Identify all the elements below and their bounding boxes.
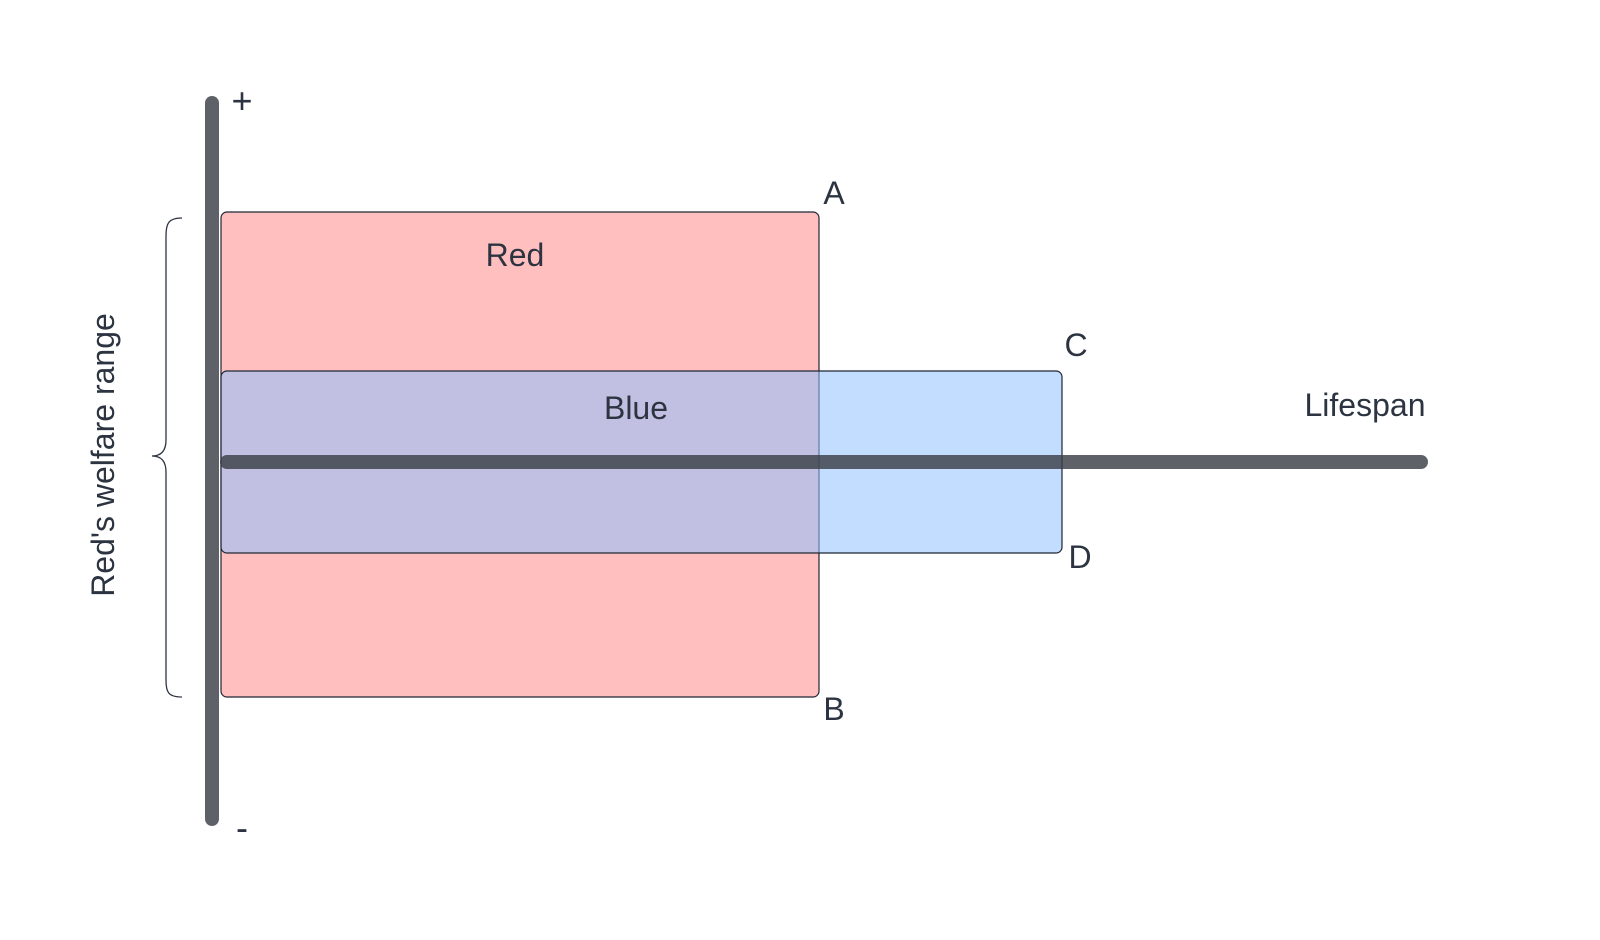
welfare-range-brace <box>151 217 183 698</box>
corner-label-a: A <box>823 175 845 211</box>
axis-plus-label: + <box>231 80 252 121</box>
corner-label-d: D <box>1068 539 1091 575</box>
red-box-label: Red <box>486 237 545 273</box>
corner-label-b: B <box>823 691 844 727</box>
blue-box-label: Blue <box>604 390 668 426</box>
welfare-range-label: Red's welfare range <box>85 313 121 597</box>
corner-label-c: C <box>1064 327 1087 363</box>
axis-minus-label: - <box>236 807 248 848</box>
lifespan-label: Lifespan <box>1305 387 1426 423</box>
